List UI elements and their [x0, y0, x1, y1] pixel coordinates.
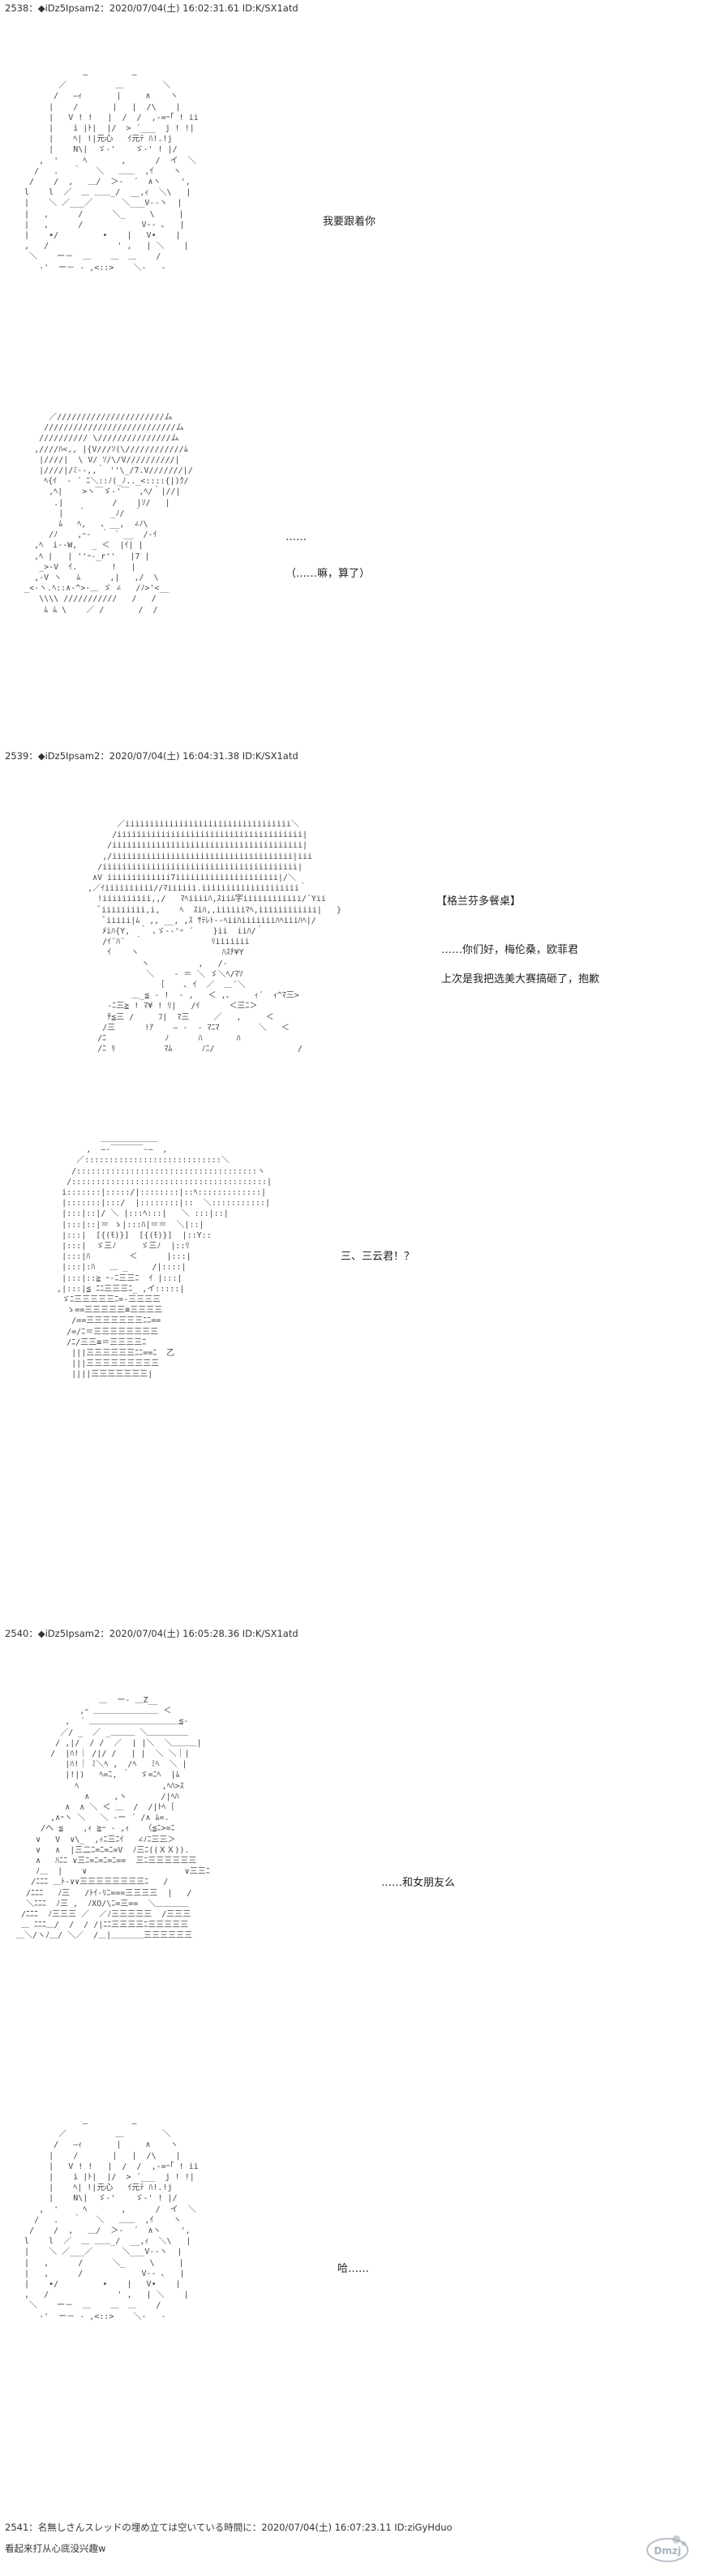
ascii-art-panel: ＿ ー‐ ＿Z__ ,ｰ ＿＿＿＿＿＿＿＿ ＜ , ´ ＿＿＿＿＿＿＿＿＿＿＿≦…	[16, 1696, 210, 1941]
dialogue-line: ……	[285, 531, 307, 543]
ascii-art-panel: ― ― ／ ＿ ＼ / ―ｨ | ∧ ヽ | / | | /\ | | V ! …	[24, 2119, 199, 2321]
post-header-2539: 2539：◆iDz5Ipsam2：2020/07/04(土) 16:04:31.…	[5, 750, 298, 762]
watermark-label: Dmzj	[654, 2545, 681, 2557]
post-header-2540: 2540：◆iDz5Ipsam2：2020/07/04(土) 16:05:28.…	[5, 1628, 298, 1639]
ascii-art-panel: ＿＿＿＿＿＿＿ , ―‐￣￣￣￣‐― , ／::::::::::::::::::…	[57, 1135, 273, 1380]
dialogue-line: ……你们好，梅伦桑，欧菲君	[441, 944, 579, 956]
dialogue-line: 【格兰芬多餐桌】	[436, 895, 522, 908]
dialogue-line: （……嘛，算了）	[285, 568, 371, 580]
dialogue-line: 我要跟着你	[323, 216, 376, 228]
watermark-shapes	[646, 2535, 689, 2562]
dialogue-line: 哈……	[337, 2263, 370, 2275]
ascii-art-panel: ／//////////////////////ム ///////////////…	[24, 413, 193, 615]
dialogue-line: 上次是我把选美大赛搞砸了，抱歉	[441, 973, 600, 985]
post-header-2538: 2538：◆iDz5Ipsam2：2020/07/04(土) 16:02:31.…	[5, 2, 298, 14]
post-header-2541: 2541：名無しさんスレッドの埋め立ては空いている時間に：2020/07/04(…	[5, 2522, 453, 2533]
ascii-art-panel: ― ― ／ ＿ ＼ / ―ｨ | ∧ ヽ | / | | /\ | | V ! …	[24, 71, 199, 273]
dmzj-logo-icon: Dmzj	[646, 2535, 689, 2562]
footer-comment: 看起来打从心底没兴趣w	[5, 2543, 106, 2554]
dialogue-line: 三、三云君！？	[341, 1251, 415, 1263]
dialogue-line: ……和女朋友么	[381, 1877, 456, 1889]
ascii-art-panel: ／iiiiiiiiiiiiiiiiiiiiiiiiiiiiiiiiii＼ /ii…	[88, 820, 342, 1054]
